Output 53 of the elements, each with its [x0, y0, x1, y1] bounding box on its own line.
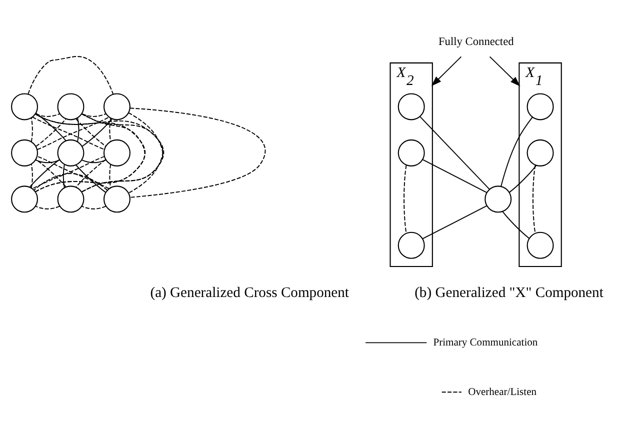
node-circle [103, 139, 130, 166]
node-circle [11, 186, 38, 213]
node-circle [57, 186, 84, 213]
connector [508, 164, 537, 193]
legend-label: Overhear/Listen [468, 386, 537, 398]
connector [81, 206, 107, 210]
node-circle [526, 139, 554, 166]
node-circle [57, 139, 84, 166]
connector [28, 56, 114, 95]
node-circle [57, 93, 84, 120]
connector [30, 117, 33, 142]
connector [404, 164, 407, 234]
connector [35, 206, 60, 210]
node-circle [103, 186, 130, 213]
connector [29, 159, 60, 188]
node-circle [398, 139, 425, 166]
arrow [431, 56, 462, 86]
connector [82, 118, 113, 147]
arrow [489, 56, 520, 86]
connector [62, 164, 65, 188]
node-circle [398, 232, 425, 259]
connector [532, 164, 536, 234]
node-circle [484, 186, 512, 213]
connector [76, 164, 106, 193]
connector [30, 164, 33, 189]
connector [502, 210, 530, 239]
connector [75, 159, 106, 188]
connector [76, 118, 106, 147]
label: (a) Generalized Cross Component [150, 284, 349, 301]
connector [81, 159, 107, 164]
connector [129, 108, 266, 198]
connector [77, 117, 80, 142]
connector [109, 118, 112, 142]
node-circle [526, 93, 554, 120]
connector [81, 113, 107, 117]
node-circle [11, 93, 38, 120]
connector [419, 116, 490, 190]
node-circle [398, 93, 425, 120]
node-text: Fully Connected [438, 36, 514, 48]
node-circle [526, 232, 554, 259]
connector [422, 159, 488, 193]
connector [109, 164, 112, 188]
legend-label: Primary Communication [433, 337, 538, 348]
connector [35, 112, 66, 141]
connector [500, 116, 533, 187]
label: (b) Generalized "X" Component [414, 284, 604, 301]
connector [35, 158, 66, 188]
node-circle [103, 93, 130, 120]
connector [35, 118, 66, 147]
connector [34, 172, 108, 191]
node-circle [11, 139, 38, 166]
connector [422, 205, 488, 240]
connector [35, 159, 60, 164]
